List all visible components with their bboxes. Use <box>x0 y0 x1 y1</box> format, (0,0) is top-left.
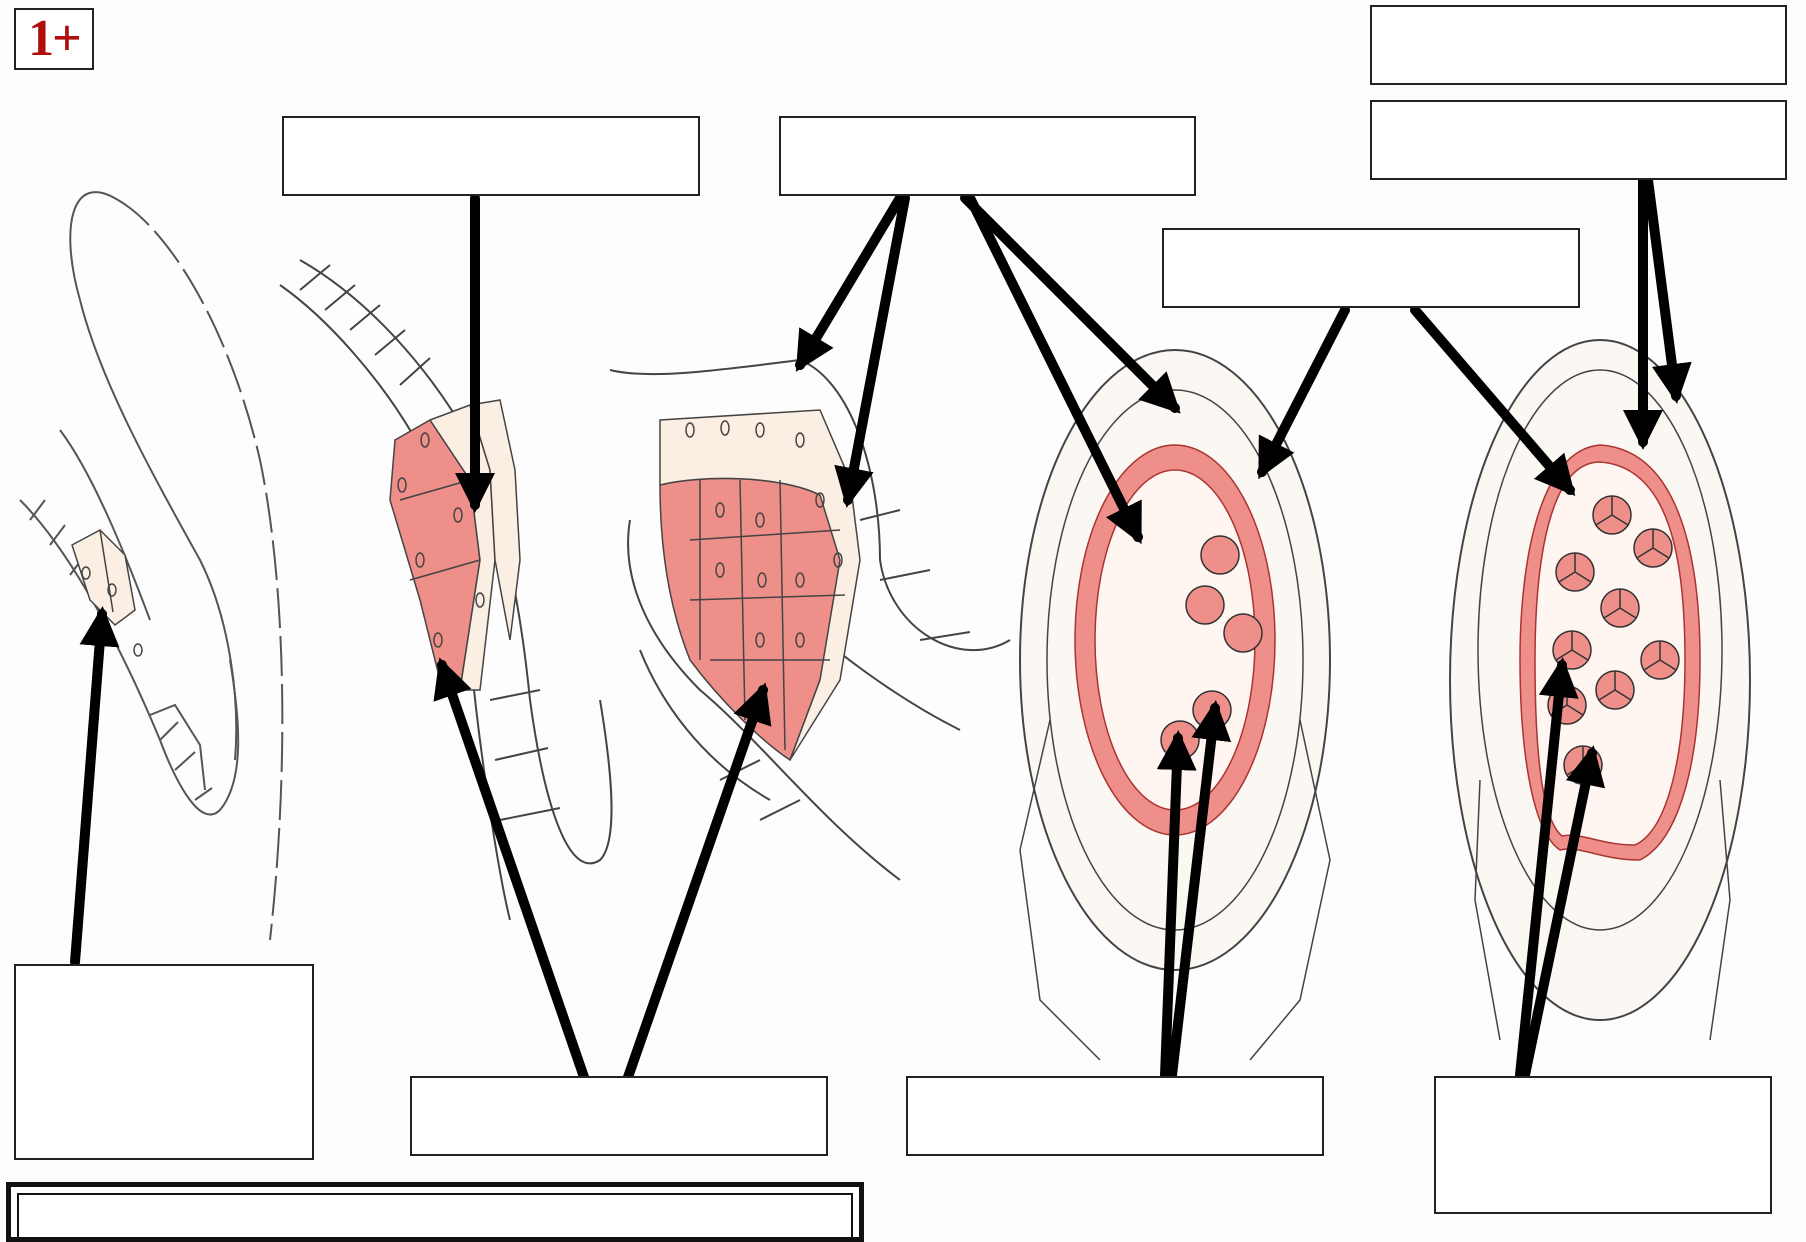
label-box-bottom-middle-left[interactable] <box>410 1076 828 1156</box>
arrow-bottom-left-to-stage-1 <box>75 614 102 962</box>
label-box-top-right-lower[interactable] <box>1370 100 1787 180</box>
label-box-middle-right[interactable] <box>1162 228 1580 308</box>
label-box-bottom-right[interactable] <box>1434 1076 1772 1214</box>
stage-1-archesporial-cells <box>72 530 142 656</box>
pointer-arrows <box>75 180 1676 1080</box>
arrow-top-middle-to-stage-4-a <box>965 198 1175 408</box>
label-box-top-right-upper[interactable] <box>1370 5 1787 85</box>
bottom-answer-frame-inner <box>17 1193 853 1237</box>
label-box-top-left[interactable] <box>282 116 700 196</box>
label-box-top-middle[interactable] <box>779 116 1196 196</box>
arrow-bottom-middle-left-to-stage-2 <box>442 665 585 1080</box>
arrow-middle-right-to-stage-4 <box>1262 310 1345 472</box>
stage-1-primordium <box>20 192 282 940</box>
stage-4-anther-lobe <box>1020 350 1330 1060</box>
bottom-answer-frame <box>6 1182 864 1242</box>
stage-2-parietal-cells <box>390 400 520 690</box>
label-box-bottom-left[interactable] <box>14 964 314 1160</box>
score-badge: 1+ <box>14 8 94 70</box>
arrow-bottom-middle-left-to-stage-3 <box>627 690 763 1080</box>
label-box-bottom-middle-right[interactable] <box>906 1076 1324 1156</box>
